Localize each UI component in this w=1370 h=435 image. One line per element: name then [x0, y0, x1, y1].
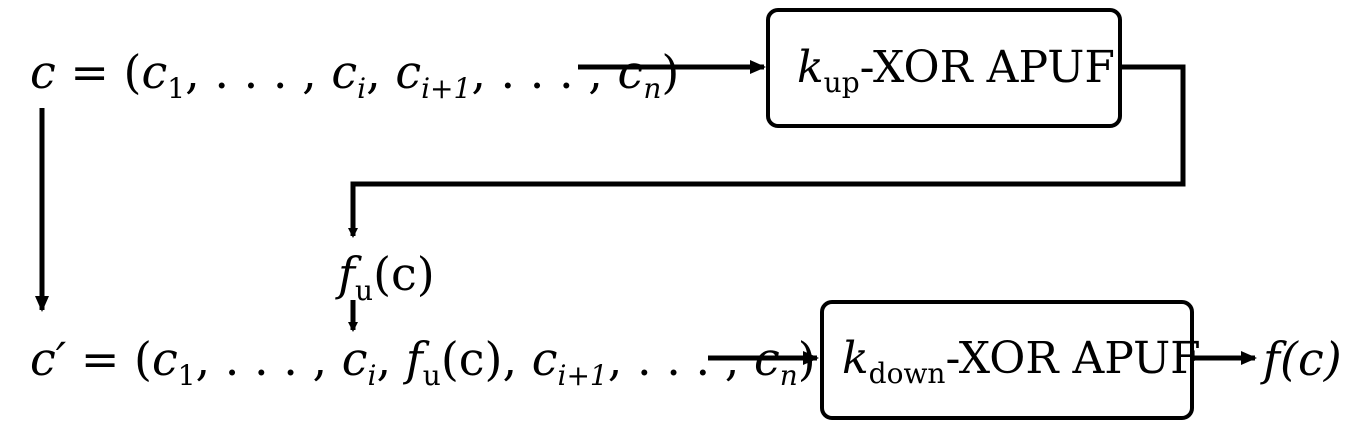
input-challenge: c = (c1, . . . , ci, ci+1, . . . , cn) [30, 45, 679, 105]
upper-apuf-label: kup-XOR APUF [797, 42, 1115, 99]
modified-challenge: c′ = (c1, . . . , ci, fu(c), ci+1, . . .… [30, 332, 816, 392]
upper-output-path [348, 64, 1186, 238]
lower-apuf-label: kdown-XOR APUF [842, 333, 1201, 390]
fu-label: fu(c) [335, 247, 435, 307]
output-label: f(c) [1260, 332, 1342, 386]
